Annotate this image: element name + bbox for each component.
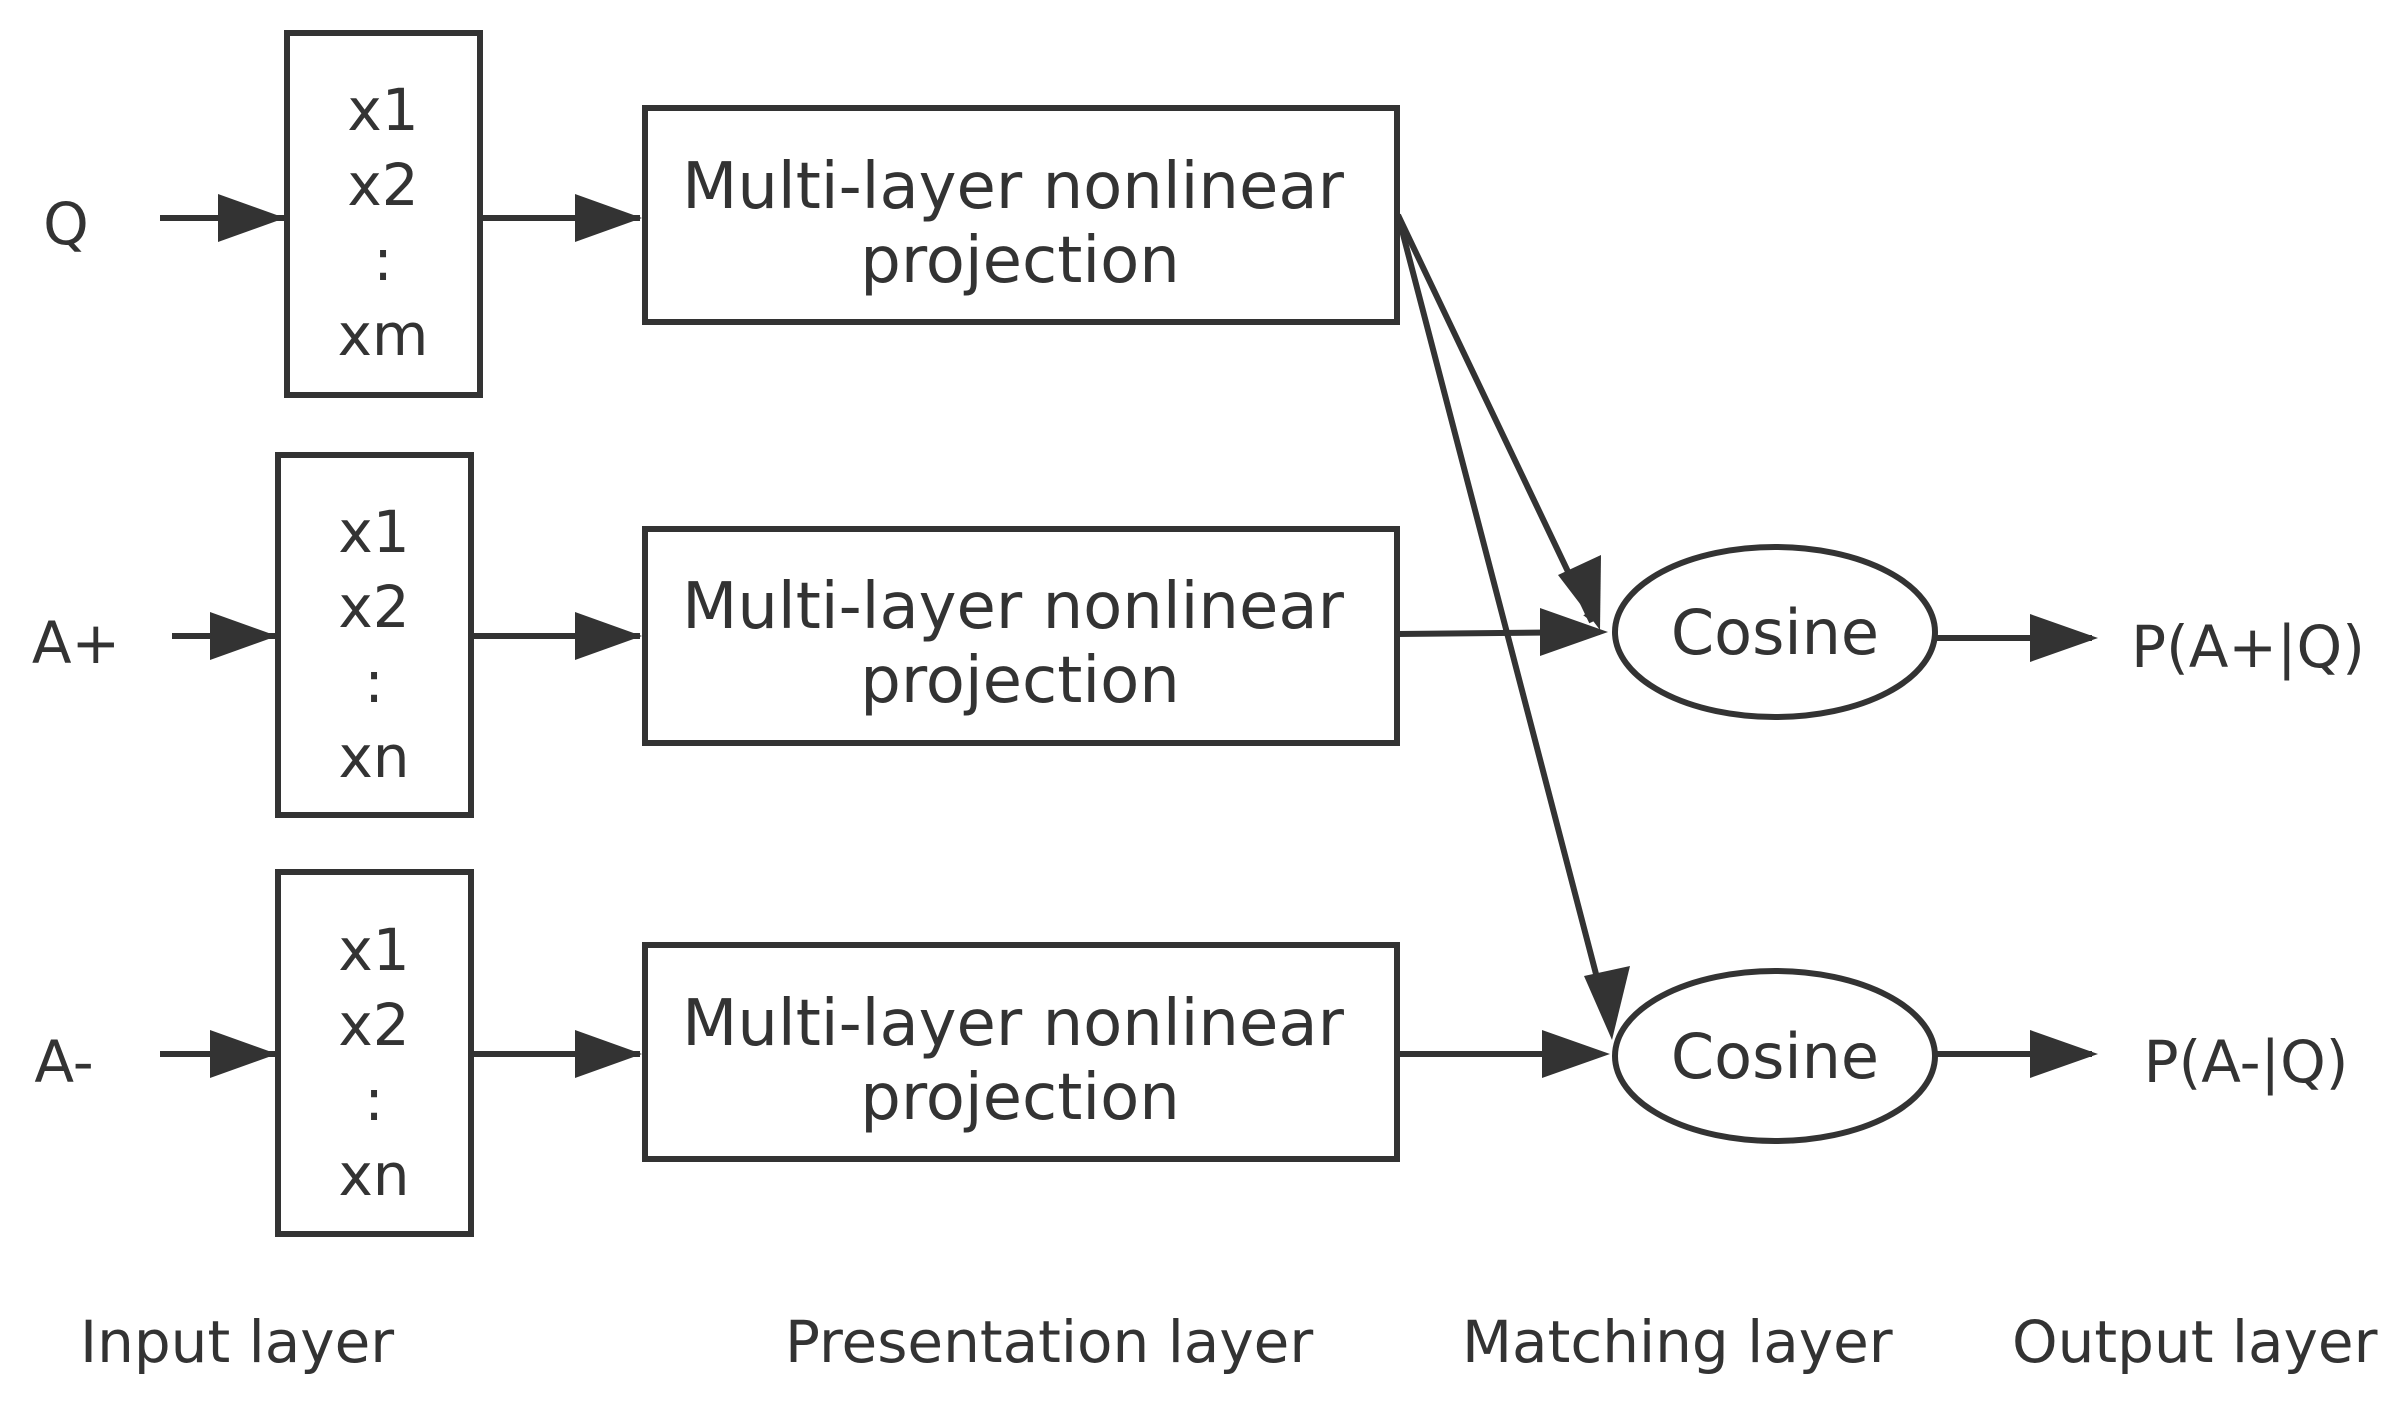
arrowhead-a-minus-cosine bbox=[1542, 1030, 1610, 1078]
projection-text-q-line2: projection bbox=[860, 224, 1180, 298]
arrowhead-projection-a-minus bbox=[575, 1030, 642, 1078]
input-x1-a-minus: x1 bbox=[338, 916, 409, 984]
arrowhead-projection-q bbox=[575, 194, 642, 242]
row-label-a-minus: A- bbox=[34, 1028, 93, 1096]
arrow-q-to-cosine-top bbox=[1395, 213, 1595, 624]
output-label-a-plus: P(A+|Q) bbox=[2131, 613, 2365, 681]
layer-caption-input: Input layer bbox=[80, 1308, 394, 1376]
arrow-q-to-cosine-bottom bbox=[1395, 214, 1611, 1021]
arrowhead-q-input bbox=[218, 194, 285, 242]
input-vector-box-q bbox=[284, 30, 483, 398]
arrowhead-output-bottom bbox=[2030, 1030, 2098, 1078]
input-x2-q: x2 bbox=[347, 151, 418, 219]
arrowhead-q-cosine-top bbox=[1558, 555, 1601, 630]
cosine-label-bottom: Cosine bbox=[1671, 1020, 1879, 1093]
projection-box-q bbox=[642, 105, 1400, 325]
projection-text-a-plus-line2: projection bbox=[860, 644, 1180, 718]
cosine-label-top: Cosine bbox=[1671, 596, 1879, 669]
arrowhead-a-plus-input bbox=[210, 612, 277, 660]
input-dots-a-minus: : bbox=[364, 1066, 384, 1134]
projection-text-q-line1: Multi-layer nonlinear bbox=[682, 150, 1344, 224]
output-label-a-minus: P(A-|Q) bbox=[2144, 1028, 2349, 1096]
input-x1-a-plus: x1 bbox=[338, 498, 409, 566]
input-x1-q: x1 bbox=[347, 76, 418, 144]
arrowhead-a-plus-cosine bbox=[1540, 608, 1608, 656]
input-xm-q: xm bbox=[338, 301, 429, 369]
arrowhead-q-cosine-bottom bbox=[1584, 966, 1630, 1040]
cosine-node-top bbox=[1612, 544, 1938, 720]
arrowhead-a-minus-input bbox=[210, 1030, 277, 1078]
input-dots-a-plus: : bbox=[364, 648, 384, 716]
input-xn-a-plus: xn bbox=[338, 723, 409, 791]
arrowhead-projection-a-plus bbox=[575, 612, 642, 660]
layer-caption-output: Output layer bbox=[2012, 1308, 2378, 1376]
layer-caption-matching: Matching layer bbox=[1462, 1308, 1893, 1376]
layer-caption-presentation: Presentation layer bbox=[785, 1308, 1313, 1376]
arrowhead-output-top bbox=[2030, 614, 2098, 662]
input-dots-q: : bbox=[373, 226, 393, 294]
row-label-q: Q bbox=[43, 190, 89, 258]
projection-text-a-minus-line2: projection bbox=[860, 1061, 1180, 1135]
projection-text-a-minus-line1: Multi-layer nonlinear bbox=[682, 987, 1344, 1061]
projection-box-a-plus bbox=[642, 526, 1400, 746]
projection-text-a-plus-line1: Multi-layer nonlinear bbox=[682, 570, 1344, 644]
row-label-a-plus: A+ bbox=[32, 609, 120, 677]
input-x2-a-minus: x2 bbox=[338, 991, 409, 1059]
projection-box-a-minus bbox=[642, 942, 1400, 1162]
input-x2-a-plus: x2 bbox=[338, 573, 409, 641]
input-xn-a-minus: xn bbox=[338, 1141, 409, 1209]
